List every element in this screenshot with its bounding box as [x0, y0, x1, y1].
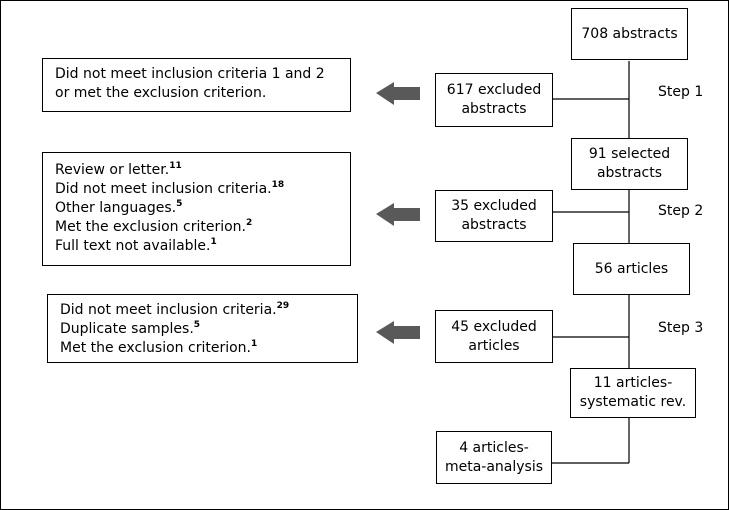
reason-line: Other languages.5: [55, 199, 338, 218]
box-708-abstracts: 708 abstracts: [571, 8, 688, 60]
box-line: meta-analysis: [444, 458, 544, 475]
reason-line: or met the exclusion criterion.: [55, 84, 338, 103]
box-line: 56 articles: [594, 260, 669, 277]
box-91-selected-abstracts: 91 selected abstracts: [571, 138, 688, 190]
box-617-excluded-abstracts: 617 excluded abstracts: [435, 73, 553, 127]
box-56-articles: 56 articles: [573, 243, 690, 295]
reason-text: Met the exclusion criterion.: [55, 219, 246, 235]
box-line: 617 excluded: [446, 82, 542, 98]
box-line: abstracts: [461, 101, 527, 117]
box-line: abstracts: [461, 217, 527, 233]
box-4-articles-meta-analysis: 4 articles- meta-analysis: [436, 431, 552, 484]
box-line: systematic rev.: [579, 394, 687, 410]
reason-line: Did not meet inclusion criteria.18: [55, 180, 338, 199]
reason-count: 11: [169, 161, 182, 171]
box-line: 708 abstracts: [581, 25, 678, 42]
reason-text: Did not meet inclusion criteria.: [60, 302, 277, 318]
box-line: 45 excluded: [451, 318, 537, 335]
reason-text: Other languages.: [55, 200, 177, 216]
reason-line: Met the exclusion criterion.1: [60, 339, 345, 358]
reason-text: or met the exclusion criterion.: [55, 85, 267, 101]
reason-line: Did not meet inclusion criteria 1 and 2: [55, 65, 338, 84]
reason-text: Duplicate samples.: [60, 321, 194, 337]
box-line: 11 articles-: [593, 375, 673, 391]
reason-count: 18: [271, 180, 285, 190]
box-line: 4 articles-: [459, 439, 529, 456]
exclusion-reasons-step-2: Review or letter.11 Did not meet inclusi…: [42, 152, 351, 266]
exclusion-reasons-step-3: Did not meet inclusion criteria.29 Dupli…: [47, 294, 358, 363]
step-1-label: Step 1: [658, 84, 704, 100]
reason-count: 1: [210, 237, 217, 247]
reason-text: Full text not available.: [55, 238, 211, 254]
reason-line: Duplicate samples.5: [60, 320, 345, 339]
reason-count: 2: [245, 218, 253, 228]
box-line: abstracts: [596, 165, 663, 181]
box-11-articles-systematic: 11 articles- systematic rev.: [570, 368, 696, 418]
left-arrow-icon: [376, 82, 420, 105]
box-45-excluded-articles: 45 excluded articles: [435, 310, 553, 363]
reason-count: 5: [176, 199, 183, 209]
reason-count: 1: [250, 339, 258, 349]
reason-text: Did not meet inclusion criteria 1 and 2: [55, 66, 325, 82]
reason-line: Review or letter.11: [55, 161, 338, 180]
reason-line: Did not meet inclusion criteria.29: [60, 301, 345, 320]
step-2-label: Step 2: [658, 203, 704, 219]
reason-text: Met the exclusion criterion.: [60, 340, 251, 356]
exclusion-reasons-step-1: Did not meet inclusion criteria 1 and 2 …: [42, 58, 351, 112]
left-arrow-icon: [376, 321, 420, 344]
reason-text: Did not meet inclusion criteria.: [55, 181, 272, 197]
left-arrow-icon: [376, 203, 420, 226]
reason-count: 5: [193, 320, 201, 330]
box-line: 91 selected: [588, 146, 671, 162]
reason-line: Full text not available.1: [55, 237, 338, 256]
box-line: 35 excluded: [451, 198, 537, 214]
reason-text: Review or letter.: [55, 162, 170, 178]
box-line: articles: [468, 337, 520, 354]
box-35-excluded-abstracts: 35 excluded abstracts: [435, 190, 553, 242]
reason-line: Met the exclusion criterion.2: [55, 218, 338, 237]
reason-count: 29: [276, 301, 290, 311]
step-3-label: Step 3: [658, 320, 704, 336]
